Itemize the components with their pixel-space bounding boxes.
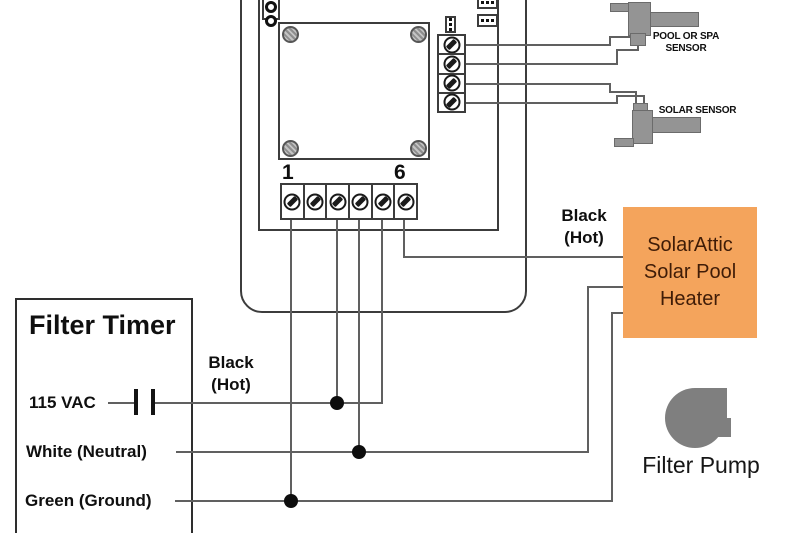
wire-neutral <box>587 286 623 288</box>
pool-sensor-label-line1: POOL OR SPA <box>652 31 720 42</box>
ring-terminal-icon <box>265 1 277 13</box>
heater-hot-label: Black (Hot) <box>550 205 618 249</box>
mount-screw-icon <box>282 140 299 157</box>
solar-sensor-probe <box>652 117 701 133</box>
pool-sensor-label-line2: SENSOR <box>665 42 707 54</box>
controller-pcb <box>258 0 499 231</box>
wire-pool-sensor-1 <box>609 36 611 46</box>
filter-timer-box: Filter Timer 115 VAC White (Neutral) Gre… <box>15 298 193 533</box>
wire-pool-sensor-2 <box>637 45 639 51</box>
timer-hot-label: Black (Hot) <box>200 352 262 396</box>
controller-board-square <box>278 22 430 160</box>
wire-solar-sensor-2 <box>643 95 645 105</box>
screw-terminal-icon <box>443 36 460 54</box>
wire-neutral <box>176 451 589 453</box>
mount-screw-icon <box>282 26 299 43</box>
timer-hot-label-line2: (Hot) <box>211 375 251 394</box>
sensor-jumper-icon <box>445 16 456 33</box>
filter-pump-label: Filter Pump <box>642 452 760 478</box>
wire-terminal5-hot <box>381 220 383 404</box>
heater-hot-label-line2: (Hot) <box>564 228 604 247</box>
mount-screw-icon <box>410 140 427 157</box>
main-terminal-strip <box>280 183 418 220</box>
wire-pool-sensor-1 <box>465 44 611 46</box>
heater-label-line1: SolarAttic <box>647 234 733 256</box>
screw-terminal-icon <box>374 193 392 210</box>
terminal-5 <box>370 185 394 218</box>
screw-terminal-icon <box>283 193 301 210</box>
ground-label: Green (Ground) <box>25 491 152 510</box>
filter-pump-icon <box>665 388 731 448</box>
screw-terminal-icon <box>351 193 369 210</box>
wire-solar-sensor-1 <box>635 91 637 105</box>
wire-ground <box>611 312 623 314</box>
wire-solar-sensor-2 <box>616 95 645 97</box>
mount-screw-icon <box>410 26 427 43</box>
screw-terminal-icon <box>306 193 324 210</box>
terminal-6 <box>393 185 416 218</box>
wire-terminal6-heater <box>403 256 623 258</box>
solar-sensor-label: SOLAR SENSOR <box>658 105 737 116</box>
heater-label-line2: Solar Pool <box>643 261 737 283</box>
jumper-block-icon <box>477 0 498 9</box>
timer-hot-label-line1: Black <box>208 353 254 372</box>
screw-terminal-icon <box>397 193 415 210</box>
terminal-1 <box>282 185 303 218</box>
wire-pool-sensor-2 <box>616 49 618 65</box>
jumper-block-icon <box>477 14 498 27</box>
pool-sensor-collar <box>630 33 646 46</box>
screw-terminal-icon <box>443 55 460 73</box>
sensor-terminal-2 <box>439 53 464 73</box>
terminal-6-label: 6 <box>394 161 406 184</box>
wire-ground <box>611 313 613 502</box>
wire-pool-sensor-2 <box>465 63 618 65</box>
screw-terminal-icon <box>443 93 460 111</box>
pool-sensor-probe <box>650 12 699 27</box>
neutral-label: White (Neutral) <box>26 442 147 461</box>
solar-heater-box: SolarAttic Solar Pool Heater <box>623 207 757 338</box>
controller-enclosure <box>240 0 527 313</box>
sensor-terminal-strip <box>437 34 466 113</box>
sensor-terminal-4 <box>439 91 464 111</box>
sensor-terminal-1 <box>439 36 464 54</box>
ring-terminal-icon <box>265 15 277 27</box>
screw-terminal-icon <box>329 193 347 210</box>
terminal-1-label: 1 <box>282 161 294 184</box>
heater-hot-label-line1: Black <box>561 206 607 225</box>
terminal-4 <box>348 185 371 218</box>
wire-solar-sensor-1 <box>609 91 637 93</box>
solar-sensor-bracket <box>614 138 634 147</box>
wire-solar-sensor-1 <box>465 83 611 85</box>
wire-pool-sensor-1 <box>609 36 632 38</box>
wire-solar-sensor-1 <box>609 83 611 93</box>
junction-dot-neutral <box>352 445 366 459</box>
wire-hot-timer <box>108 402 134 404</box>
vac-label: 115 VAC <box>29 393 96 412</box>
terminal-3 <box>325 185 348 218</box>
wire-solar-sensor-2 <box>465 102 618 104</box>
wire-terminal3-hot <box>336 220 338 404</box>
wire-terminal4-neutral <box>358 220 360 454</box>
sensor-terminal-3 <box>439 72 464 92</box>
solar-sensor-body <box>632 110 653 144</box>
wire-solar-sensor-2 <box>616 95 618 104</box>
heater-label-line3: Heater <box>659 288 721 310</box>
timer-contact-icon <box>134 389 138 415</box>
wire-hot-timer <box>155 402 383 404</box>
filter-timer-title: Filter Timer <box>29 310 176 340</box>
pool-sensor-label: POOL OR SPA SENSOR <box>648 31 724 54</box>
wire-ground <box>175 500 613 502</box>
screw-terminal-icon <box>443 74 460 92</box>
terminal-2 <box>302 185 326 218</box>
wire-terminal1-ground <box>290 220 292 502</box>
wire-pool-sensor-2 <box>616 49 639 51</box>
timer-contact-icon <box>151 389 155 415</box>
wire-terminal6-heater <box>403 220 405 258</box>
junction-dot-ground <box>284 494 298 508</box>
junction-dot-hot <box>330 396 344 410</box>
wire-neutral <box>587 287 589 453</box>
